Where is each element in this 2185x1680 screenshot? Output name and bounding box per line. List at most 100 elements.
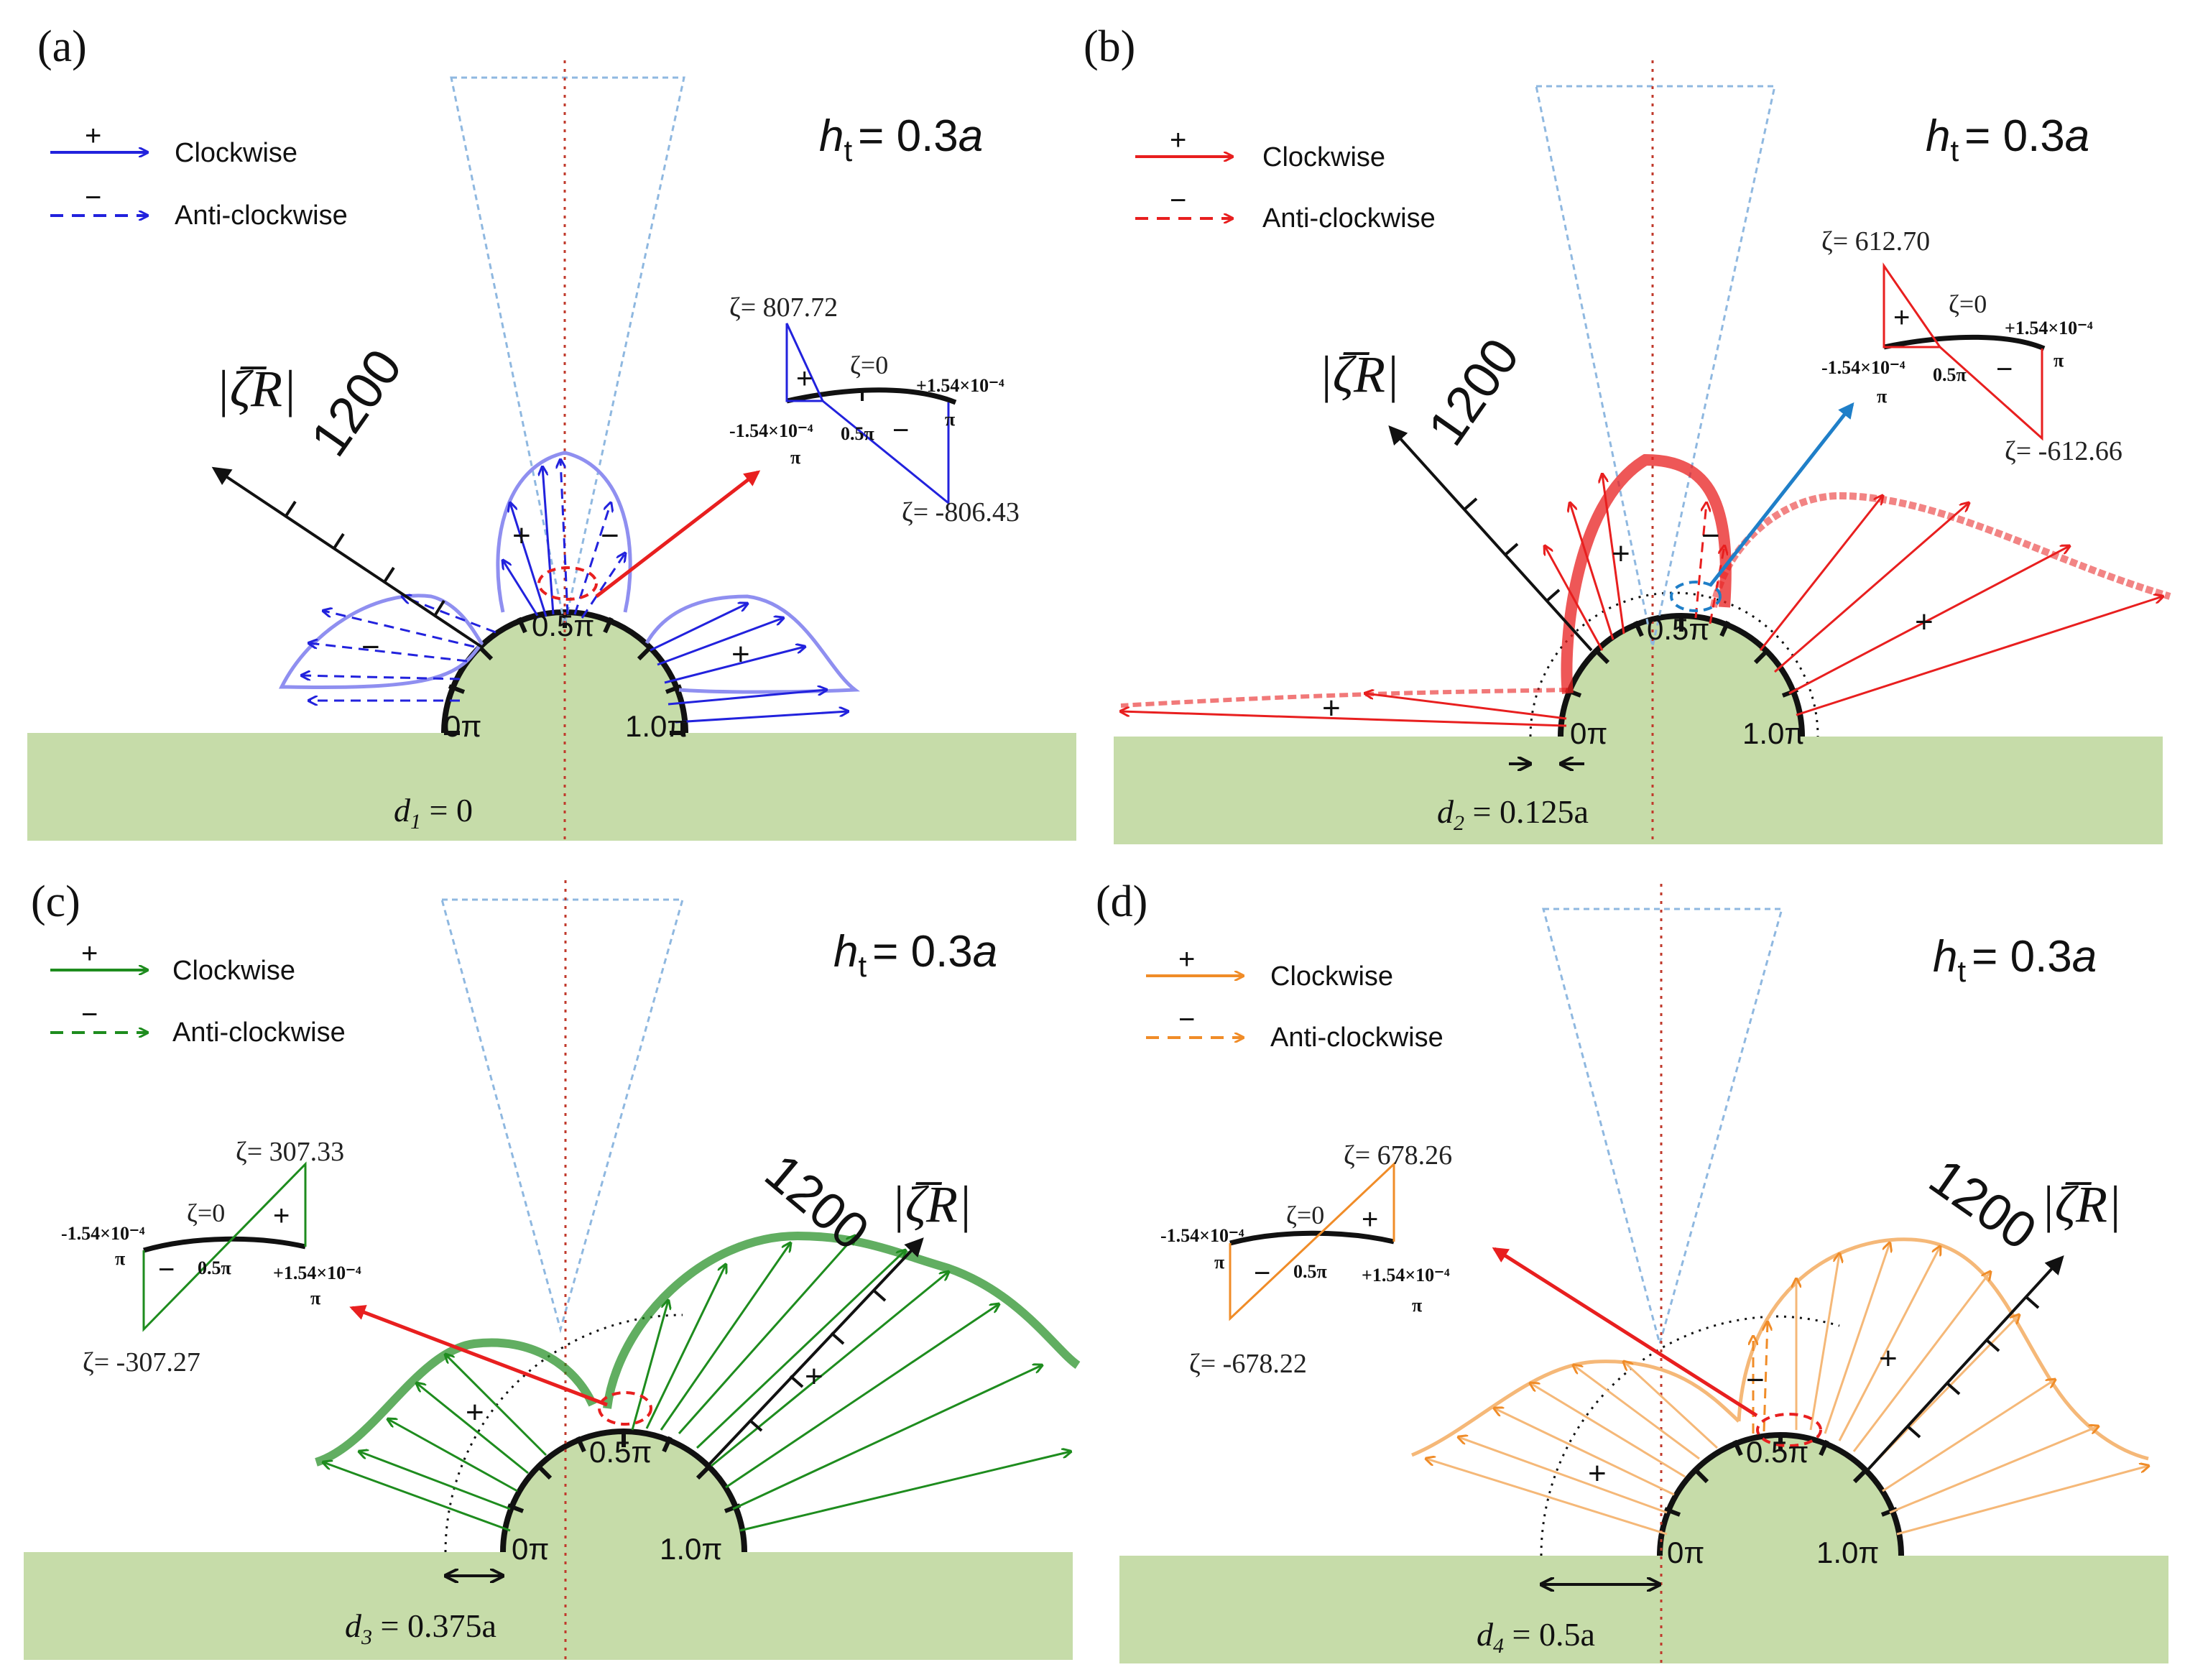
axis-ticks — [748, 1288, 887, 1432]
inset-diagram — [785, 323, 957, 506]
magnitude-axis — [1388, 425, 1593, 652]
region-sign-minus-left: − — [361, 629, 380, 665]
inset-diagram — [142, 1161, 307, 1332]
offset-sub: 3 — [361, 1625, 372, 1649]
legend-anticlockwise-text: Anti-clockwise — [172, 1017, 346, 1048]
inset-minus-text: − — [1996, 354, 2013, 385]
panel-d: 1200 |ζ̅R| 0π 0.5π 1.0π − + + ζ= 678.26 … — [1096, 877, 2168, 1663]
pattern-lobe-left — [1411, 1360, 1740, 1457]
panel-label: (b) — [1084, 22, 1135, 71]
arrows-anticlockwise — [1753, 1322, 1768, 1434]
cone-outline — [1535, 85, 1776, 647]
ht-sub: t — [844, 134, 852, 167]
ht-eq: = 0.3 — [1964, 111, 2065, 161]
offset-sub: 4 — [1493, 1634, 1504, 1658]
highlight-ring — [598, 1391, 652, 1426]
region-sign-plus-left: + — [1588, 1456, 1607, 1491]
arrows-anticlockwise — [1694, 503, 1724, 624]
inset-pi-left: π — [1877, 386, 1887, 407]
offset-symbol: d — [1437, 793, 1454, 830]
inset-plus-text: + — [1362, 1204, 1378, 1235]
inset-left-text: -1.54×10⁻⁴ — [729, 420, 813, 441]
arrows-clockwise — [1121, 474, 2163, 727]
pattern-lobe-right — [1710, 491, 2171, 608]
cylinder-ticks — [444, 612, 685, 735]
zeta-min-text: ζ= -678.22 — [1189, 1349, 1307, 1379]
inset-half-text: 0.5π — [1933, 364, 1967, 385]
panel-label: (a) — [37, 22, 87, 71]
inset-zero-text: ζ=0 — [1286, 1201, 1324, 1229]
inset-plus-text: + — [273, 1200, 290, 1232]
pattern-lobe-left — [278, 594, 484, 689]
offset-circle — [444, 1314, 683, 1553]
angle-label-0: 0π — [512, 1532, 549, 1566]
zeta-max-text: ζ= 678.26 — [1344, 1140, 1452, 1171]
angle-label-05: 0.5π — [589, 1435, 652, 1469]
legend-anticlockwise-text: Anti-clockwise — [1262, 203, 1436, 234]
panel-b: 1200 |ζ̅R| 0π 0.5π 1.0π + − + + ζ= 612.7… — [1084, 22, 2171, 844]
zeta-max-text: ζ= 307.33 — [236, 1137, 344, 1167]
legend-minus: − — [1178, 1004, 1195, 1035]
inset-zero-text: ζ=0 — [850, 351, 888, 379]
offset-label: d2 = 0.125a — [1437, 793, 1589, 835]
axis-ticks — [285, 500, 445, 617]
axis-symbol-text: |ζ̅R| — [1318, 346, 1400, 403]
inset-pi-left: π — [1214, 1252, 1224, 1273]
ht-eq: = 0.3 — [872, 927, 973, 977]
inset-half-text: 0.5π — [1293, 1261, 1327, 1282]
ground-block — [1114, 737, 2163, 844]
pattern-lobe-center — [1561, 453, 1732, 694]
arrows-clockwise — [1426, 1243, 2148, 1536]
legend: + Clockwise − Anti-clockwise — [50, 120, 348, 231]
ht-label: ht= 0.3a — [833, 927, 997, 983]
pattern-lobe-left — [315, 1338, 597, 1467]
offset-label: d3 = 0.375a — [345, 1607, 496, 1649]
region-sign-plus-right: + — [805, 1359, 823, 1394]
offset-sub: 1 — [410, 810, 421, 834]
arrows-clockwise — [503, 467, 848, 724]
region-sign-minus: − — [1701, 518, 1720, 553]
cone-outline — [440, 898, 684, 1334]
angle-label-10: 1.0π — [1742, 716, 1805, 750]
legend-plus: + — [85, 120, 101, 152]
inset-pointer-arrow — [349, 1305, 608, 1407]
legend-minus: − — [85, 182, 101, 213]
inset-right-text: +1.54×10⁻⁴ — [916, 375, 1004, 396]
cylinder-ticks — [1663, 1435, 1898, 1517]
inset-pi-right: π — [310, 1288, 320, 1309]
region-sign-plus: + — [1612, 536, 1630, 571]
inset-pointer-arrow — [595, 470, 761, 598]
region-sign-plus-right: + — [731, 637, 750, 672]
region-sign-plus-left: + — [1322, 691, 1341, 726]
ht-symbol: h — [1933, 932, 1957, 982]
legend-clockwise-text: Clockwise — [1262, 142, 1385, 172]
region-sign-plus-left: + — [466, 1395, 484, 1430]
legend-anticlockwise-text: Anti-clockwise — [1270, 1023, 1443, 1053]
offset-label: d1 = 0 — [394, 792, 473, 834]
inset-pointer-arrow — [1709, 402, 1854, 587]
magnitude-axis — [1867, 1255, 2064, 1471]
legend-clockwise-text: Clockwise — [1270, 961, 1393, 992]
ht-eq: = 0.3 — [1972, 932, 2072, 982]
zeta-max-text: ζ= 612.70 — [1821, 226, 1930, 257]
ground-block — [24, 1552, 1073, 1660]
axis-value-text: 1200 — [1418, 328, 1530, 456]
axis-symbol-text: |ζ̅R| — [216, 360, 297, 417]
zeta-max-text: ζ= 807.72 — [729, 292, 838, 323]
panel-c: 1200 |ζ̅R| 0π 0.5π 1.0π + + ζ= 307.33 ζ=… — [24, 877, 1081, 1660]
offset-value: = 0 — [421, 792, 473, 829]
inset-right-text: +1.54×10⁻⁴ — [273, 1263, 361, 1283]
inset-pi-right: π — [945, 409, 955, 430]
axis-value-text: 1200 — [300, 339, 413, 466]
ht-symbol: h — [1926, 111, 1950, 161]
inset-half-text: 0.5π — [198, 1257, 231, 1278]
axis-ticks — [1906, 1296, 2040, 1439]
region-sign-minus: − — [601, 518, 619, 553]
inset-zero-text: ζ=0 — [187, 1199, 225, 1227]
region-sign-plus-right: + — [1915, 604, 1934, 640]
inset-diagram — [1883, 262, 2046, 441]
inset-minus-text: − — [892, 415, 909, 446]
ht-label: ht= 0.3a — [1926, 111, 2089, 167]
panel-label: (c) — [31, 877, 80, 926]
magnitude-axis — [706, 1237, 924, 1467]
